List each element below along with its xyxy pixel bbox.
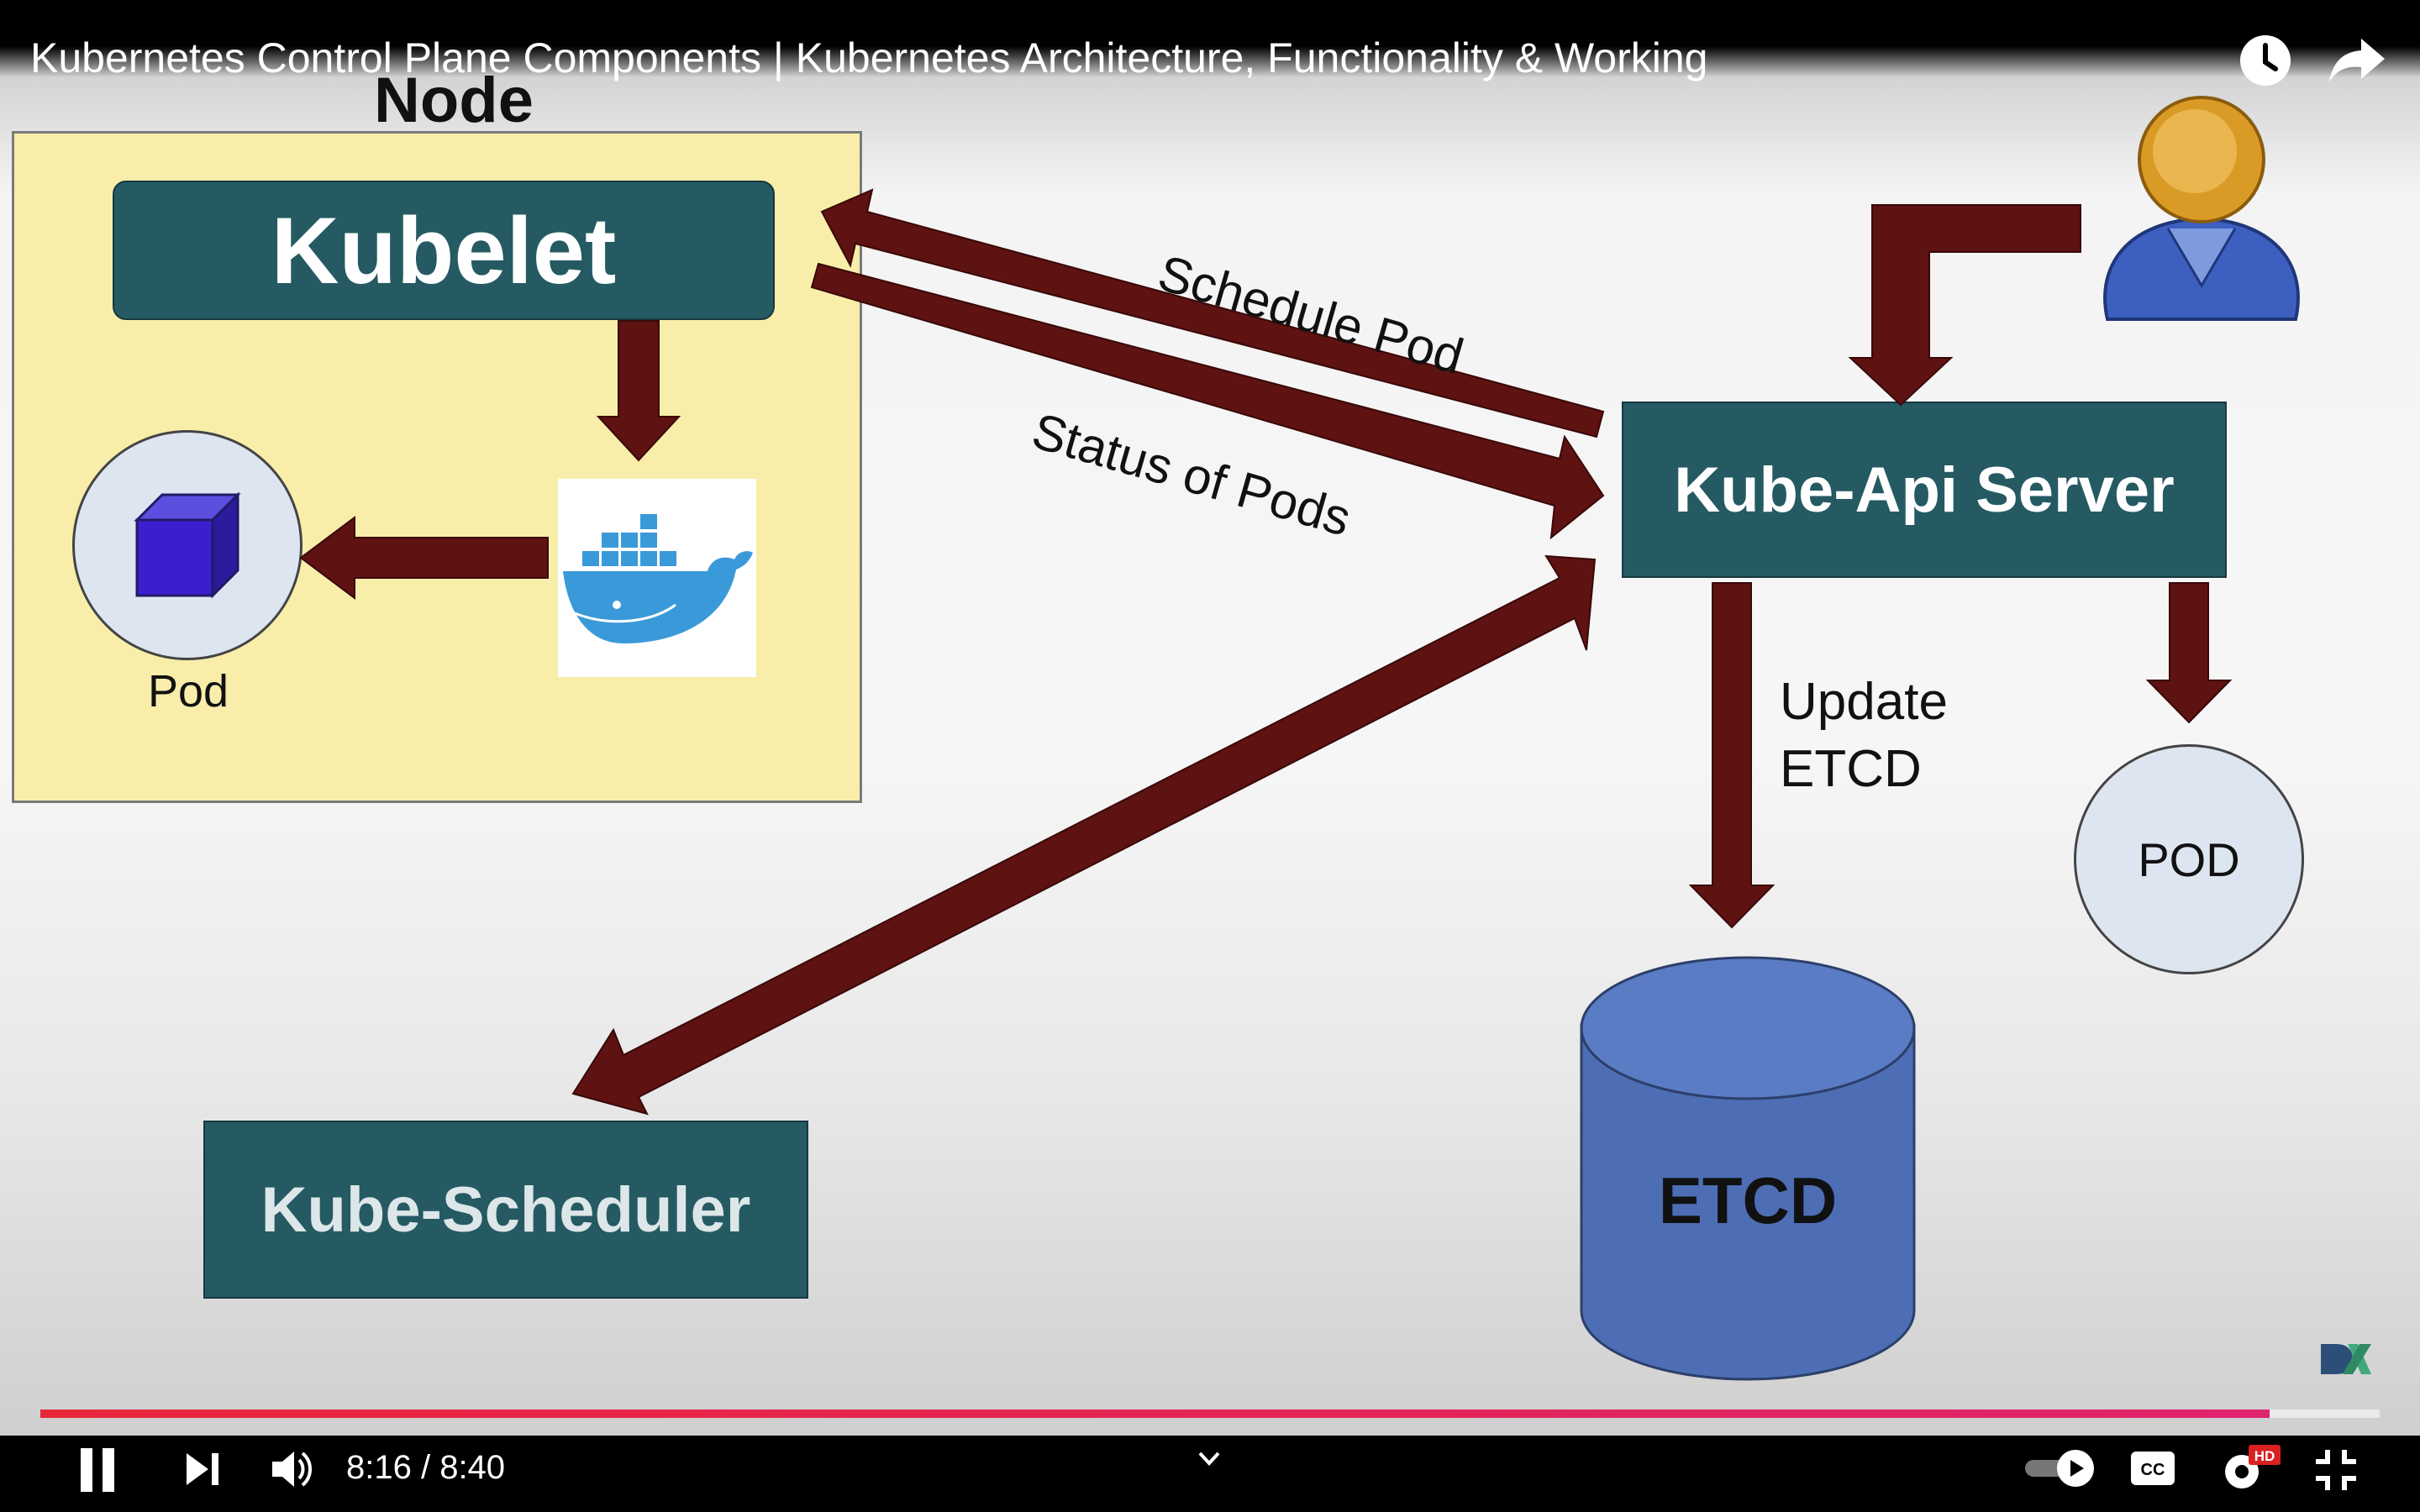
pod-cube-icon [134,491,241,599]
pod-node-circle: POD [2074,744,2304,974]
cc-icon[interactable]: CC [2129,1450,2176,1487]
update-line-2: ETCD [1780,740,1922,798]
clock-icon[interactable] [2235,30,2296,91]
kubelet-down-arrow [596,320,681,462]
kube-scheduler-box: Kube-Scheduler [203,1121,808,1299]
svg-text:HD: HD [2254,1448,2275,1464]
exit-fullscreen-icon[interactable] [2312,1446,2360,1494]
autoplay-toggle[interactable] [2022,1446,2099,1490]
progress-played [40,1410,2270,1418]
docker-to-pod-arrow [299,516,549,600]
update-etcd-label: Update ETCD [1780,669,1948,803]
controls-bar [0,1436,2420,1512]
volume-icon[interactable] [269,1446,316,1492]
next-icon[interactable] [183,1448,222,1490]
pause-icon[interactable] [77,1445,119,1495]
user-avatar-icon [2103,96,2300,321]
etcd-cylinder [1580,956,1916,1381]
scheduler-api-double-arrow [571,554,1597,1116]
channel-logo-icon [2321,1344,2371,1374]
update-line-1: Update [1780,673,1948,731]
update-etcd-arrow [1688,582,1776,929]
pod-label: Pod [147,666,229,717]
etcd-label: ETCD [1658,1163,1838,1237]
status-of-pods-arrow [810,262,1605,540]
settings-hd-icon[interactable]: HD [2218,1441,2282,1495]
user-to-api-arrow [1848,204,2081,407]
video-title[interactable]: Kubernetes Control Plane Components | Ku… [30,34,1708,81]
progress-bar[interactable] [40,1410,2380,1418]
schedule-pod-arrow [820,188,1605,438]
pod-circle [72,430,302,660]
share-icon[interactable] [2326,30,2386,91]
docker-icon [558,479,756,677]
diagram-arrows-layer [299,96,2300,1381]
kubelet-box: Kubelet [113,181,775,320]
title-bar [0,0,2420,77]
time-display: 8:16 / 8:40 [346,1449,506,1486]
svg-text:CC: CC [2141,1461,2165,1479]
kube-api-server-box: Kube-Api Server [1622,402,2227,578]
chevron-down-icon[interactable] [1197,1450,1222,1468]
api-to-pod-arrow [2145,582,2233,724]
